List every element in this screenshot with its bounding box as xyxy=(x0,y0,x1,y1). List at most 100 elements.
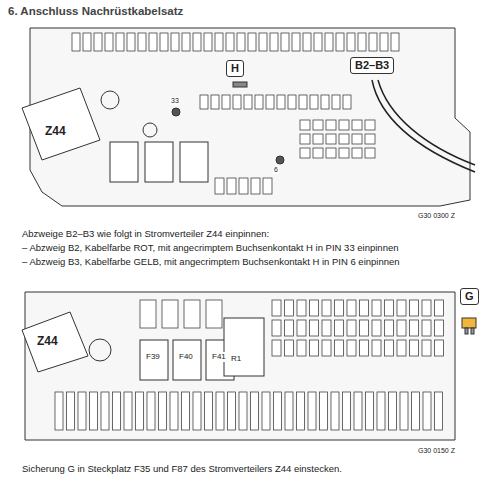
fuse-slot xyxy=(389,392,397,430)
fuse-slot xyxy=(83,33,91,51)
fuse-slot xyxy=(204,33,212,51)
fuse-slot xyxy=(248,33,256,51)
fuse-slot xyxy=(272,300,281,316)
callout-letter: H xyxy=(231,62,239,74)
fuse-slot xyxy=(90,392,98,430)
terminal-slot xyxy=(326,134,336,144)
fuse-slot xyxy=(435,300,444,316)
fuse-slot xyxy=(297,392,305,430)
fuse-slot xyxy=(310,300,319,316)
fuse-slot xyxy=(297,320,306,336)
fuse-slot xyxy=(391,33,399,51)
wire-b2 xyxy=(372,80,475,172)
fuse-slot xyxy=(410,320,419,336)
terminal-slot xyxy=(300,134,310,144)
fuse-slot xyxy=(55,392,63,430)
relay xyxy=(180,142,208,182)
fuse-slot xyxy=(285,320,294,336)
fuse-slot xyxy=(310,320,319,336)
fuse-slot xyxy=(422,320,431,336)
relay xyxy=(110,142,138,182)
fuse-leg xyxy=(471,328,474,334)
terminal-slot xyxy=(365,134,375,144)
fuse-slot xyxy=(259,33,267,51)
fuse-slot xyxy=(343,95,351,109)
fuse-slot xyxy=(310,95,318,109)
fuse-slot xyxy=(184,300,200,328)
fuse-slot xyxy=(435,340,444,356)
fuse-slot xyxy=(94,33,102,51)
fuse-slot xyxy=(372,320,381,336)
fuse-slot xyxy=(380,33,388,51)
fuse-slot xyxy=(227,178,236,194)
fuse-slot xyxy=(385,300,394,316)
fuse-slot xyxy=(113,392,121,430)
callout-letter: B2–B3 xyxy=(355,59,389,71)
fuse-slot xyxy=(171,33,179,51)
fuse-slot xyxy=(272,340,281,356)
fuse-slot xyxy=(239,392,247,430)
fuse-label: F39 xyxy=(145,352,161,362)
fuse-slot xyxy=(297,340,306,356)
fuse-slot xyxy=(67,392,75,430)
connector-z44 xyxy=(22,88,100,160)
callout-box: H xyxy=(226,60,244,77)
fuse-label: F40 xyxy=(178,352,194,362)
fuse-slot xyxy=(277,95,285,109)
fuse-slot xyxy=(281,33,289,51)
fuse-slot xyxy=(422,340,431,356)
fuse-slot xyxy=(193,33,201,51)
fuse-slot xyxy=(285,392,293,430)
fuse-slot xyxy=(285,340,294,356)
figure-code: G30 0150 Z xyxy=(418,447,455,455)
fuse-slot xyxy=(360,340,369,356)
fuse-slot xyxy=(124,392,132,430)
fuse-slot xyxy=(332,95,340,109)
fuse-slot xyxy=(266,95,274,109)
fuse-slot xyxy=(263,178,272,194)
fuse-slot xyxy=(170,392,178,430)
fuse-box-housing xyxy=(25,292,455,440)
fuse-slot xyxy=(366,392,374,430)
fuse-slot xyxy=(360,300,369,316)
fuse-slot xyxy=(372,300,381,316)
fuse-slot xyxy=(216,392,224,430)
fuse-slot xyxy=(354,392,362,430)
instruction-text: Sicherung G in Steckplatz F35 und F87 de… xyxy=(22,463,342,474)
fuse-slot xyxy=(358,33,366,51)
fuse-slot xyxy=(385,320,394,336)
fuse-slot xyxy=(321,95,329,109)
fuse-slot xyxy=(193,392,201,430)
fuse-slot xyxy=(215,178,224,194)
fuse-slot xyxy=(206,300,222,328)
fuse-slot xyxy=(182,33,190,51)
fuse-slot xyxy=(272,320,281,336)
fuse-slot xyxy=(335,300,344,316)
fuse-slot xyxy=(347,320,356,336)
fuse-slot xyxy=(308,392,316,430)
fuse-slot xyxy=(397,320,406,336)
fuse-leg xyxy=(465,328,468,334)
pin-33 xyxy=(172,108,180,116)
fuse-slot xyxy=(360,320,369,336)
fuse-slot xyxy=(182,392,190,430)
section-title: 6. Anschluss Nachrüstkabelsatz xyxy=(8,5,183,19)
fuse-slot xyxy=(105,33,113,51)
fuse-slot xyxy=(274,392,282,430)
terminal-slot xyxy=(326,120,336,130)
instruction-text: – Abzweig B2, Kabelfarbe ROT, mit angecr… xyxy=(22,242,399,253)
pin-number: 6 xyxy=(273,166,279,174)
fuse-slot xyxy=(314,33,322,51)
fuse-slot xyxy=(335,340,344,356)
pin-number: 33 xyxy=(170,97,180,105)
fuse-slot xyxy=(140,300,156,328)
fuse-slot xyxy=(335,320,344,336)
terminal-slot xyxy=(365,120,375,130)
fuse-slot xyxy=(136,392,144,430)
fuse-slot xyxy=(159,392,167,430)
fuse-g-icon xyxy=(462,318,476,328)
fuse-slot xyxy=(255,95,263,109)
fuse-slot xyxy=(222,95,230,109)
fuse-slot xyxy=(325,33,333,51)
mounting-hole xyxy=(101,91,119,109)
